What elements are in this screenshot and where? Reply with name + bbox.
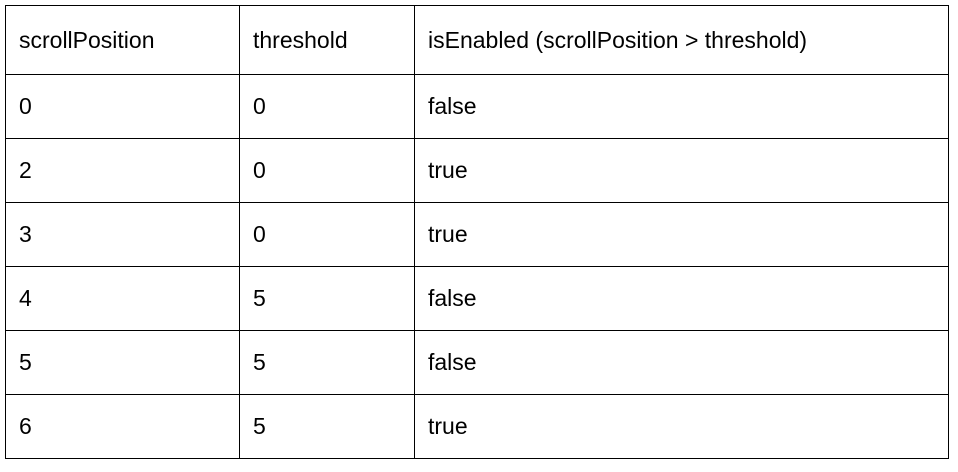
cell-scroll-position: 6 <box>5 394 240 459</box>
cell-is-enabled: true <box>414 138 949 203</box>
cell-scroll-position: 4 <box>5 266 240 331</box>
cell-is-enabled: true <box>414 394 949 459</box>
table-row: 3 0 true <box>5 202 949 267</box>
table-header-row: scrollPosition threshold isEnabled (scro… <box>5 5 949 75</box>
table-row: 6 5 true <box>5 394 949 459</box>
cell-threshold: 5 <box>239 394 415 459</box>
cell-is-enabled: false <box>414 330 949 395</box>
cell-scroll-position: 0 <box>5 74 240 139</box>
table-row: 2 0 true <box>5 138 949 203</box>
table-row: 4 5 false <box>5 266 949 331</box>
table-row: 5 5 false <box>5 330 949 395</box>
cell-scroll-position: 5 <box>5 330 240 395</box>
cell-is-enabled: false <box>414 266 949 331</box>
header-cell-scroll-position: scrollPosition <box>5 5 240 75</box>
cell-is-enabled: true <box>414 202 949 267</box>
cell-threshold: 0 <box>239 74 415 139</box>
cell-threshold: 0 <box>239 202 415 267</box>
table-row: 0 0 false <box>5 74 949 139</box>
cell-threshold: 5 <box>239 330 415 395</box>
header-cell-threshold: threshold <box>239 5 415 75</box>
header-cell-is-enabled: isEnabled (scrollPosition > threshold) <box>414 5 949 75</box>
data-table: scrollPosition threshold isEnabled (scro… <box>5 5 949 459</box>
cell-scroll-position: 2 <box>5 138 240 203</box>
cell-is-enabled: false <box>414 74 949 139</box>
table-container: scrollPosition threshold isEnabled (scro… <box>5 5 949 464</box>
cell-threshold: 0 <box>239 138 415 203</box>
cell-threshold: 5 <box>239 266 415 331</box>
cell-scroll-position: 3 <box>5 202 240 267</box>
